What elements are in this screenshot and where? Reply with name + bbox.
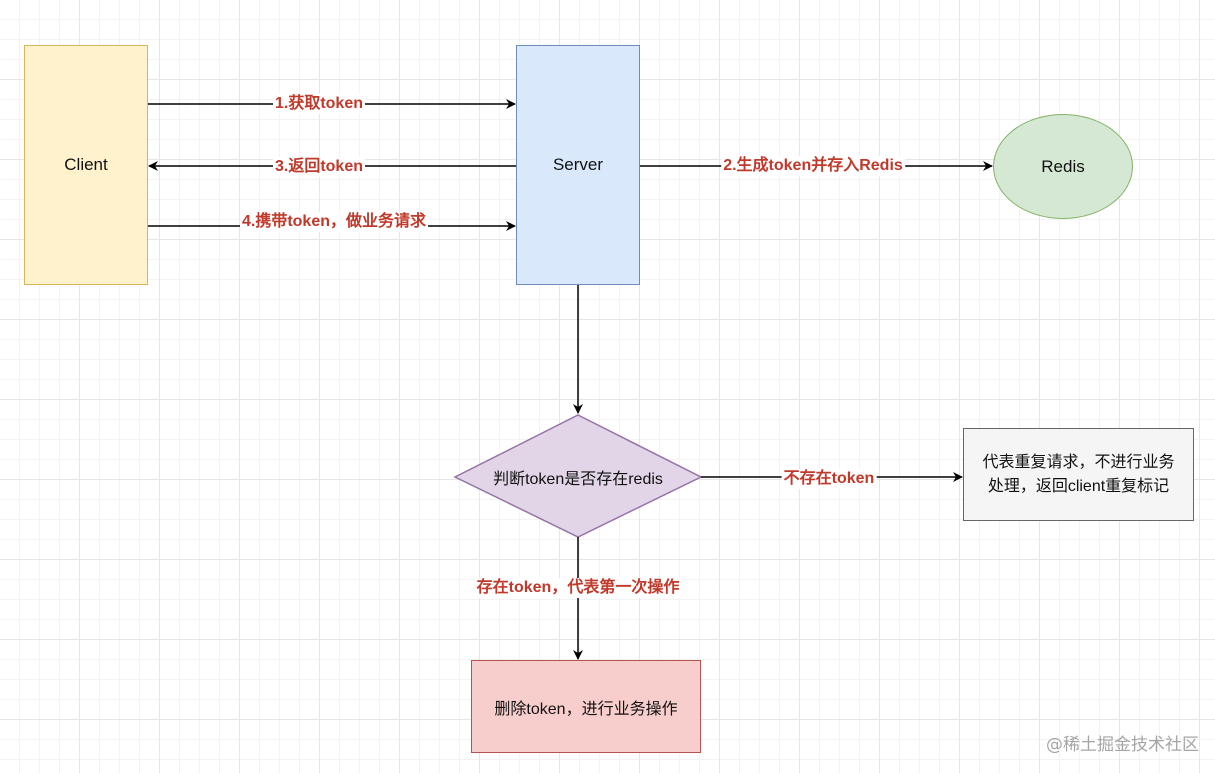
watermark: @稀土掘金技术社区 [1046, 735, 1199, 755]
repeat-label-line2: 处理，返回client重复标记 [987, 477, 1170, 495]
edge-label-exist: 存在token，代表第一次操作 [474, 578, 682, 598]
decision-label: 判断token是否存在redis [493, 471, 663, 488]
redis-node[interactable]: Redis [993, 114, 1133, 219]
client-label: Client [64, 155, 108, 174]
redis-label: Redis [1041, 156, 1085, 176]
edge-label-get-token: 1.获取token [272, 94, 366, 114]
client-node[interactable]: Client [24, 45, 148, 285]
server-node[interactable]: Server [516, 45, 640, 285]
repeat-label-line1: 代表重复请求，不进行业务 [982, 453, 1175, 471]
edge-label-gen-token: 2.生成token并存入Redis [721, 156, 905, 176]
edge-label-not-exist: 不存在token [781, 469, 877, 489]
delete-label: 删除token，进行业务操作 [494, 700, 678, 718]
server-label: Server [552, 155, 604, 174]
repeat-request-node[interactable]: 代表重复请求，不进行业务 处理，返回client重复标记 [963, 428, 1194, 521]
edge-label-carry-token: 4.携带token，做业务请求 [239, 212, 429, 232]
delete-token-node[interactable]: 删除token，进行业务操作 [471, 660, 701, 753]
edge-label-return-token: 3.返回token [272, 157, 366, 177]
